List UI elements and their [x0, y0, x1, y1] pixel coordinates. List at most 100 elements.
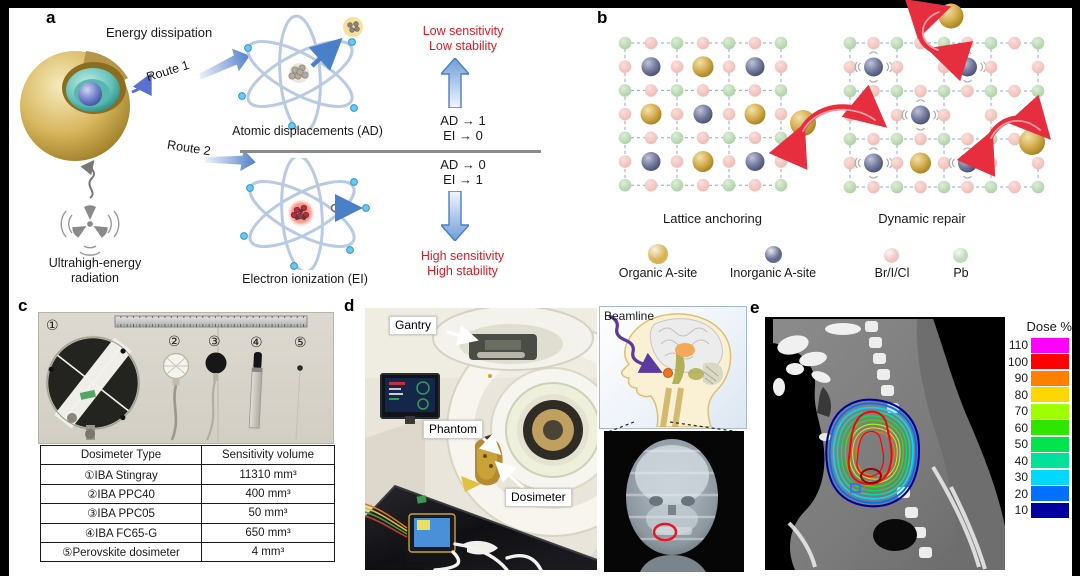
halide-dot	[884, 248, 899, 263]
table-header-volume: Sensitivity volume	[201, 444, 335, 466]
beamline-label: Beamline	[604, 309, 655, 323]
item-marker-3: ③	[208, 334, 221, 350]
colorbar-swatch	[1031, 420, 1069, 436]
high-stability-line: High stability	[427, 263, 498, 278]
colorbar-swatch	[1031, 469, 1069, 485]
colorbar-entry: 20	[1000, 486, 1072, 503]
down-arrow	[441, 191, 469, 241]
inset-connector-lines	[607, 421, 741, 433]
ad-to-1: AD → 1	[440, 113, 486, 128]
pb-dot	[953, 248, 968, 263]
ad-to-0: AD → 0	[440, 157, 486, 172]
equation-bottom: AD → 0 EI → 1	[425, 157, 501, 187]
dosimeter-annotation: Dosimeter	[505, 488, 572, 507]
high-sensitivity-text: High sensitivity High stability	[405, 249, 520, 278]
equation-top: AD → 1 EI → 0	[425, 113, 501, 143]
pen-chamber	[248, 351, 263, 429]
inorganic-a-site-dot	[765, 246, 782, 263]
colorbar-value: 50	[1014, 437, 1028, 452]
head-xray-art	[604, 431, 744, 572]
gantry-annotation: Gantry	[389, 316, 438, 335]
colorbar-swatch	[1031, 354, 1069, 370]
table-header-row: Dosimeter Type Sensitivity volume	[40, 444, 335, 466]
colorbar-value: 40	[1014, 453, 1028, 468]
colorbar-entry: 90	[1000, 370, 1072, 387]
colorbar-entry: 70	[1000, 403, 1072, 420]
panel-c-label: c	[18, 296, 28, 315]
colorbar-value: 90	[1014, 371, 1028, 386]
colorbar-value: 60	[1014, 420, 1028, 435]
pb-label: Pb	[953, 266, 969, 280]
colorbar-value: 70	[1014, 404, 1028, 419]
colorbar-value: 30	[1014, 470, 1028, 485]
panel-a-heading: Energy dissipation	[106, 25, 213, 40]
halide-label: Br/I/Cl	[874, 266, 910, 280]
colorbar-entry: 110	[1000, 337, 1072, 354]
panel-a-label: a	[46, 8, 56, 27]
table-cell: 4 mm³	[201, 541, 335, 563]
organic-a-site-dot	[648, 244, 668, 264]
item-marker-5: ⑤	[294, 335, 307, 351]
table-cell: 400 mm³	[201, 483, 335, 505]
table-cell: ⑤Perovskite dosimeter	[40, 541, 202, 563]
external-organic-sphere	[938, 3, 964, 29]
radiation-source-label: Ultrahigh-energy radiation	[48, 256, 142, 285]
colorbar-swatch	[1031, 337, 1069, 353]
colorbar-swatch	[1031, 370, 1069, 386]
inorganic-a-site-label: Inorganic A-site	[729, 266, 817, 280]
electron-ionization-caption: Electron ionization (EI)	[242, 272, 368, 286]
colorbar-entry: 60	[1000, 420, 1072, 437]
panel-b-label: b	[597, 8, 608, 27]
colorbar-swatch	[1031, 453, 1069, 469]
dosimeter-table: Dosimeter Type Sensitivity volume ①IBA S…	[40, 444, 335, 563]
table-cell: ①IBA Stingray	[40, 464, 202, 485]
table-cell: 650 mm³	[201, 522, 335, 543]
table-cell: ②IBA PPC40	[40, 483, 202, 505]
colorbar-entry: 50	[1000, 436, 1072, 453]
table-cell: 50 mm³	[201, 503, 335, 524]
colorbar-swatch	[1031, 502, 1069, 518]
colorbar-value: 100	[1007, 354, 1028, 369]
colorbar-entry: 40	[1000, 453, 1072, 470]
table-cell: 11310 mm³	[201, 464, 335, 485]
colorbar-value: 80	[1014, 387, 1028, 402]
dosimeter-photo-art	[45, 312, 308, 442]
high-sensitivity-line: High sensitivity	[420, 249, 505, 263]
colorbar-value: 110	[1008, 338, 1028, 353]
lattice-anchoring-caption: Lattice anchoring	[662, 211, 762, 226]
ei-to-1: EI → 1	[443, 172, 483, 187]
panel-d-label: d	[344, 296, 355, 315]
colorbar-title: Dose %	[1026, 319, 1072, 334]
low-sensitivity-line: Low sensitivity	[422, 24, 504, 38]
radiation-source-icon	[60, 160, 120, 256]
dynamic-repair-caption: Dynamic repair	[878, 211, 966, 226]
atomic-displacements-caption: Atomic displacements (AD)	[232, 124, 383, 138]
core-shell-sphere-art	[20, 51, 152, 161]
colorbar-swatch	[1031, 403, 1069, 419]
colorbar-swatch	[1031, 387, 1069, 403]
up-arrow	[441, 58, 469, 108]
organic-a-site-label: Organic A-site	[618, 266, 698, 280]
head-illustration	[608, 313, 732, 427]
phantom-annotation: Phantom	[423, 420, 484, 439]
colorbar-value: 10	[1014, 503, 1028, 518]
colorbar-entry: 80	[1000, 387, 1072, 404]
low-stability-line: Low stability	[428, 38, 498, 53]
atomic-displacement-atom-art	[238, 14, 363, 130]
dose-contours	[825, 398, 921, 508]
item-marker-2: ②	[168, 334, 181, 350]
ct-dose-image	[765, 317, 1005, 570]
colorbar-swatch	[1031, 486, 1069, 502]
item-marker-4: ④	[250, 335, 263, 351]
colorbar-entry: 30	[1000, 469, 1072, 486]
low-sensitivity-text: Low sensitivity Low stability	[408, 24, 518, 53]
colorbar-entry: 100	[1000, 354, 1072, 371]
colorbar-swatch	[1031, 436, 1069, 452]
